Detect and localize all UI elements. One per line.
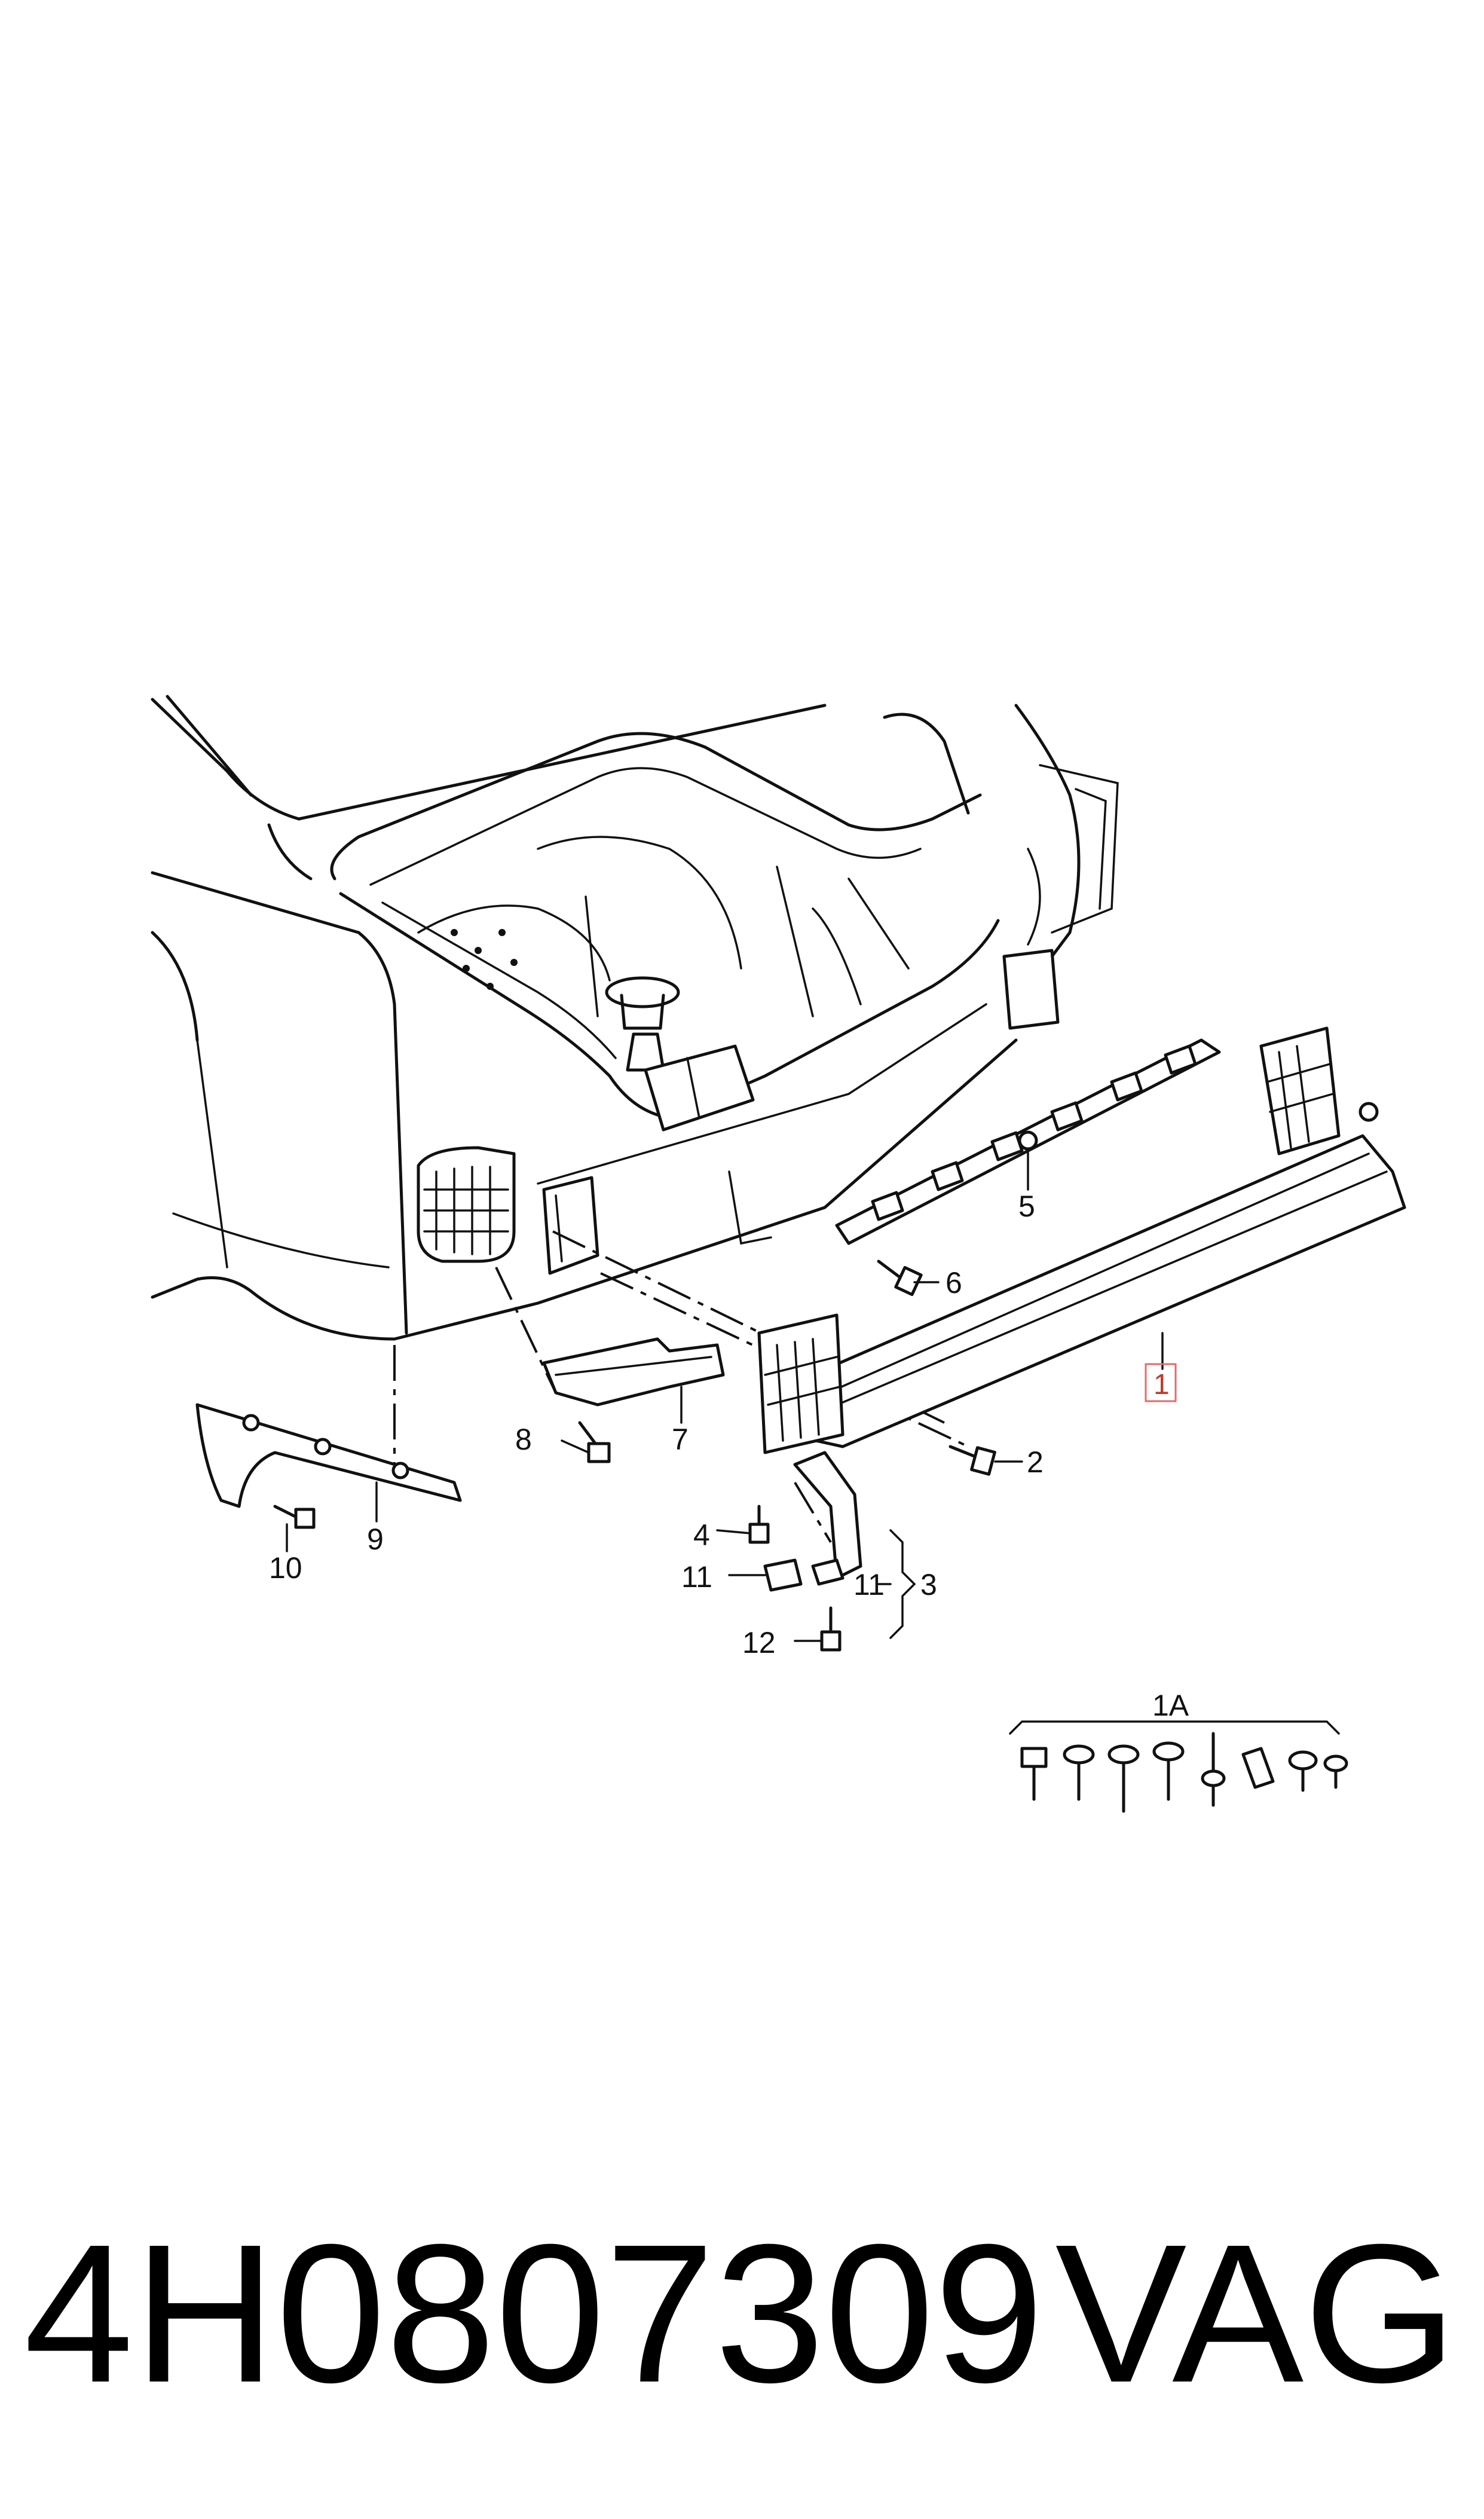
kit-item-screw-3 xyxy=(1152,1741,1185,1801)
fasteners xyxy=(273,1260,996,1652)
nut-11 xyxy=(763,1558,803,1592)
side-bracket xyxy=(542,1337,725,1407)
callout-4: 4 xyxy=(693,1518,710,1552)
bolt-2 xyxy=(948,1445,996,1476)
kit-item-bolt xyxy=(1020,1747,1048,1801)
callout-3: 3 xyxy=(920,1568,937,1601)
callout-2: 2 xyxy=(1027,1445,1044,1479)
bolt-4 xyxy=(748,1505,770,1544)
brand-label: VAG xyxy=(1055,2203,1457,2423)
kit-item-nut xyxy=(1288,1750,1318,1792)
callout-5: 5 xyxy=(1018,1190,1035,1223)
hardware-kit xyxy=(1009,1720,1348,1813)
kit-item-clip xyxy=(1241,1747,1275,1789)
callout-11-right: 11 xyxy=(853,1568,885,1601)
kit-item-screw-2 xyxy=(1107,1744,1140,1813)
callout-1a: 1A xyxy=(1152,1689,1189,1722)
support-bracket xyxy=(793,1451,916,1639)
callout-10: 10 xyxy=(269,1551,302,1585)
kit-item-screw-1 xyxy=(1063,1744,1095,1801)
callout-8: 8 xyxy=(515,1423,532,1456)
car-body-rear xyxy=(151,695,1119,1341)
mounting-strip xyxy=(195,1403,462,1508)
bracket-strip xyxy=(835,1038,1221,1245)
callout-labels: 1 1A 2 3 4 5 6 7 8 9 10 11 11 12 xyxy=(269,1190,1189,1722)
bumper-reinforcement-bar xyxy=(757,1026,1406,1454)
bolt-6 xyxy=(877,1260,923,1297)
callout-11-left: 11 xyxy=(681,1560,712,1594)
screw-12 xyxy=(820,1606,842,1652)
kit-item-rivet xyxy=(1201,1732,1226,1807)
callout-1-highlight-box xyxy=(1145,1363,1177,1402)
callout-1: 1 xyxy=(1153,1369,1170,1401)
callout-12: 12 xyxy=(742,1626,776,1659)
callout-9: 9 xyxy=(367,1523,384,1556)
callout-leaders xyxy=(286,1150,1164,1642)
screw-10 xyxy=(273,1505,316,1529)
screw-8 xyxy=(578,1421,611,1463)
part-number-label: 4H0807309 xyxy=(24,2203,1044,2423)
kit-item-plug xyxy=(1323,1754,1348,1789)
callout-6: 6 xyxy=(946,1266,962,1300)
callout-7: 7 xyxy=(672,1423,689,1456)
